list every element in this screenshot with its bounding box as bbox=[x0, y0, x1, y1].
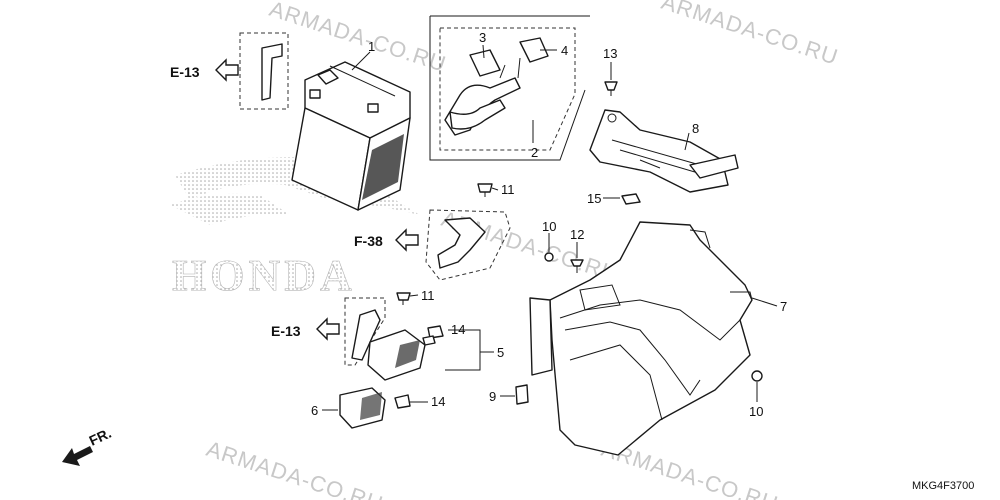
battery-terminal-cable bbox=[239, 32, 289, 110]
callout-11-lower: 11 bbox=[421, 288, 435, 303]
starter-cable bbox=[425, 209, 511, 281]
ref-label-e13-lower: E-13 bbox=[271, 323, 301, 339]
cable-assembly bbox=[429, 15, 590, 161]
watermark-text: ARMADA-CO.RU bbox=[203, 436, 386, 500]
callout-2: 2 bbox=[531, 145, 538, 160]
honda-logo-text: HONDA bbox=[172, 251, 356, 300]
callout-5: 5 bbox=[497, 345, 504, 360]
watermark-group: ARMADA-CO.RU ARMADA-CO.RU ARMADA-CO.RU A… bbox=[203, 0, 841, 500]
bolt-11-upper bbox=[477, 183, 493, 197]
reference-e13-lower: E-13 bbox=[271, 317, 340, 341]
ref-label-f38: F-38 bbox=[354, 233, 383, 249]
reference-e13-upper: E-13 bbox=[170, 58, 239, 82]
callout-13: 13 bbox=[603, 46, 617, 61]
callout-15: 15 bbox=[587, 191, 601, 206]
bolt-11-lower bbox=[396, 292, 411, 305]
reference-f38: F-38 bbox=[354, 228, 419, 252]
ref-label-e13-upper: E-13 bbox=[170, 64, 200, 80]
diagram-code: MKG4F3700 bbox=[912, 480, 974, 492]
callout-12: 12 bbox=[570, 227, 584, 242]
callout-10-lower: 10 bbox=[749, 404, 763, 419]
screw-12 bbox=[570, 259, 584, 273]
front-arrow-icon bbox=[62, 446, 93, 466]
callout-6: 6 bbox=[311, 403, 318, 418]
callout-8: 8 bbox=[692, 121, 699, 136]
battery bbox=[291, 61, 411, 211]
callout-numbers: 1 2 3 4 5 6 7 8 9 10 10 11 11 12 13 14 1… bbox=[311, 30, 787, 419]
battery-cover bbox=[529, 221, 753, 456]
callout-7: 7 bbox=[780, 299, 787, 314]
callout-14-lower: 14 bbox=[431, 394, 445, 409]
callout-14-upper: 14 bbox=[451, 322, 465, 337]
callout-9: 9 bbox=[489, 389, 496, 404]
callout-10-upper: 10 bbox=[542, 219, 556, 234]
callout-4: 4 bbox=[561, 43, 568, 58]
bolt-10-lower bbox=[751, 370, 763, 382]
callout-3: 3 bbox=[479, 30, 486, 45]
direction-label: FR. bbox=[87, 425, 114, 449]
relay-assembly bbox=[344, 297, 444, 381]
tag-9 bbox=[515, 384, 529, 405]
watermark-text: ARMADA-CO.RU bbox=[658, 0, 841, 70]
left-arrow-icon bbox=[395, 228, 419, 252]
left-arrow-icon bbox=[316, 317, 340, 341]
leader-lines bbox=[322, 44, 778, 411]
watermark-text: ARMADA-CO.RU bbox=[266, 0, 449, 77]
callout-1: 1 bbox=[368, 39, 375, 54]
bolt-10-upper bbox=[544, 252, 554, 262]
battery-bracket bbox=[589, 109, 739, 193]
callout-11-upper: 11 bbox=[501, 182, 515, 197]
left-arrow-icon bbox=[215, 58, 239, 82]
clip-15 bbox=[621, 193, 641, 205]
relay-6 bbox=[339, 387, 411, 429]
front-direction-indicator: FR. bbox=[62, 425, 114, 466]
screw-13 bbox=[604, 81, 618, 96]
